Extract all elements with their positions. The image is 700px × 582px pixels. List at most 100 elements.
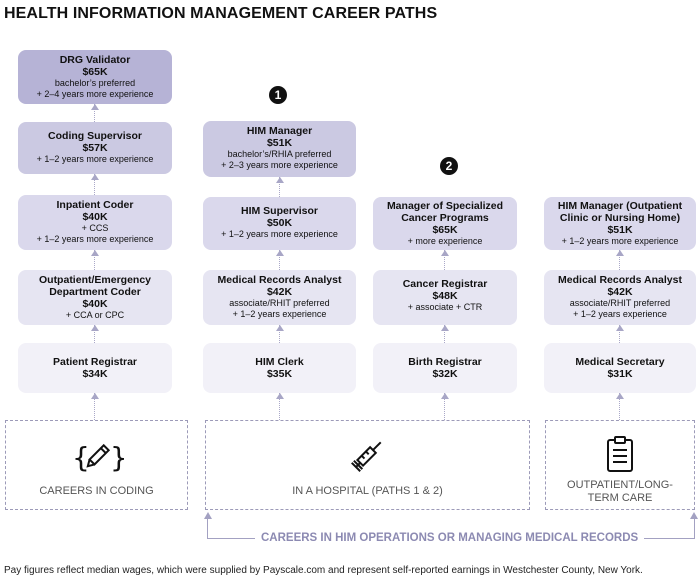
job-pay: $35K <box>266 368 293 380</box>
job-requirement: associate/RHIT preferred <box>569 298 671 308</box>
job-requirement: + CCS <box>81 223 109 233</box>
arrowhead <box>616 250 624 256</box>
job-pay: $31K <box>607 368 633 380</box>
bracket-arrow-left <box>204 512 212 519</box>
category-in-a-hospital: IN A HOSPITAL (PATHS 1 & 2) <box>205 420 530 510</box>
job-name: Cancer Registrar <box>402 278 488 290</box>
job-requirement: + 1–2 years more experience <box>221 229 338 239</box>
job-drg-validator: DRG Validator $65K bachelor’s preferred … <box>18 50 172 104</box>
connector <box>619 250 620 270</box>
job-name: Manager of Specialized Cancer Programs <box>386 200 504 224</box>
job-requirement: + more experience <box>407 236 483 246</box>
page-title: HEALTH INFORMATION MANAGEMENT CAREER PAT… <box>4 5 438 22</box>
job-requirement: + 1–2 years more experience <box>561 236 679 246</box>
connector <box>94 174 95 195</box>
job-name: Inpatient Coder <box>56 199 134 211</box>
connector <box>279 177 280 197</box>
bracket-label: CAREERS IN HIM OPERATIONS OR MANAGING ME… <box>255 532 645 544</box>
arrowhead <box>91 174 99 180</box>
arrowhead <box>276 393 284 399</box>
arrowhead <box>441 250 449 256</box>
job-name: DRG Validator <box>59 54 131 66</box>
job-him-clerk: HIM Clerk $35K <box>203 343 356 393</box>
footnote: Pay figures reflect median wages, which … <box>4 565 643 576</box>
path-2-badge: 2 <box>440 157 458 175</box>
arrowhead <box>91 393 99 399</box>
job-name: HIM Clerk <box>255 356 304 368</box>
clipboard-icon <box>607 436 633 472</box>
job-patient-registrar: Patient Registrar $34K <box>18 343 172 393</box>
job-name: Birth Registrar <box>408 356 482 368</box>
job-requirement: + 2–3 years more experience <box>221 160 338 170</box>
connector <box>619 325 620 343</box>
syringe-icon <box>350 441 381 472</box>
job-requirement: + associate + CTR <box>407 302 483 312</box>
job-pay: $34K <box>82 368 108 380</box>
job-name: HIM Supervisor <box>240 205 319 217</box>
job-requirement: + CCA or CPC <box>65 310 125 320</box>
connector <box>444 250 445 270</box>
category-careers-in-coding: { } CAREERS IN CODING <box>5 420 188 510</box>
job-pay: $50K <box>266 217 293 229</box>
connector <box>279 250 280 270</box>
job-him-supervisor: HIM Supervisor $50K + 1–2 years more exp… <box>203 197 356 250</box>
arrowhead <box>441 325 449 331</box>
arrowhead <box>276 177 284 183</box>
connector <box>94 104 95 122</box>
job-pay: $48K <box>432 290 458 302</box>
job-him-manager: HIM Manager $51K bachelor’s/RHIA preferr… <box>203 121 356 177</box>
job-coding-supervisor: Coding Supervisor $57K + 1–2 years more … <box>18 122 172 174</box>
connector <box>444 325 445 343</box>
job-pay: $40K <box>82 211 108 223</box>
category-outpatient-long-term-care: OUTPATIENT/LONG-TERM CARE <box>545 420 695 510</box>
category-label: OUTPATIENT/LONG-TERM CARE <box>567 479 673 504</box>
job-requirement: bachelor’s/RHIA preferred <box>227 149 332 159</box>
connector <box>94 250 95 270</box>
job-name: Coding Supervisor <box>48 130 142 142</box>
arrowhead <box>276 250 284 256</box>
job-pay: $42K <box>607 286 633 298</box>
bracket-arrow-right <box>690 512 698 519</box>
job-manager-specialized-cancer-programs: Manager of Specialized Cancer Programs $… <box>373 197 517 250</box>
job-cancer-registrar: Cancer Registrar $48K + associate + CTR <box>373 270 517 325</box>
job-pay: $40K <box>82 298 108 310</box>
job-him-manager-outpatient: HIM Manager (Outpatient Clinic or Nursin… <box>544 197 696 250</box>
arrowhead <box>91 325 99 331</box>
job-pay: $57K <box>82 142 108 154</box>
category-label: CAREERS IN CODING <box>39 485 154 497</box>
job-medical-records-analyst-outpatient: Medical Records Analyst $42K associate/R… <box>544 270 696 325</box>
connector <box>279 325 280 343</box>
job-pay: $42K <box>266 286 293 298</box>
job-pay: $51K <box>607 224 633 236</box>
job-inpatient-coder: Inpatient Coder $40K + CCS + 1–2 years m… <box>18 195 172 250</box>
path-1-badge: 1 <box>269 86 287 104</box>
arrowhead <box>276 325 284 331</box>
job-birth-registrar: Birth Registrar $32K <box>373 343 517 393</box>
svg-text:{: { <box>72 441 90 474</box>
job-requirement: bachelor’s preferred <box>54 78 136 88</box>
job-name: HIM Manager <box>246 125 313 137</box>
job-name: Patient Registrar <box>52 356 138 368</box>
job-name: Medical Records Analyst <box>217 274 342 286</box>
svg-text:}: } <box>110 441 124 474</box>
job-name: Medical Secretary <box>575 356 665 368</box>
job-requirement: associate/RHIT preferred <box>229 298 330 308</box>
connector <box>94 325 95 343</box>
job-medical-secretary: Medical Secretary $31K <box>544 343 696 393</box>
job-outpatient-emergency-coder: Outpatient/Emergency Department Coder $4… <box>18 270 172 325</box>
job-medical-records-analyst: Medical Records Analyst $42K associate/R… <box>203 270 356 325</box>
job-requirement: + 1–2 years experience <box>573 309 667 319</box>
job-requirement: + 1–2 years more experience <box>36 234 154 244</box>
job-name: Outpatient/Emergency Department Coder <box>38 274 152 298</box>
connector <box>279 393 280 420</box>
job-pay: $51K <box>266 137 293 149</box>
connector <box>619 393 620 420</box>
job-name: Medical Records Analyst <box>558 274 682 286</box>
job-name: HIM Manager (Outpatient Clinic or Nursin… <box>557 200 683 224</box>
arrowhead <box>616 325 624 331</box>
job-pay: $32K <box>432 368 458 380</box>
job-pay: $65K <box>82 66 108 78</box>
arrowhead <box>91 250 99 256</box>
job-requirement: + 2–4 years more experience <box>36 89 154 99</box>
connector <box>94 393 95 420</box>
